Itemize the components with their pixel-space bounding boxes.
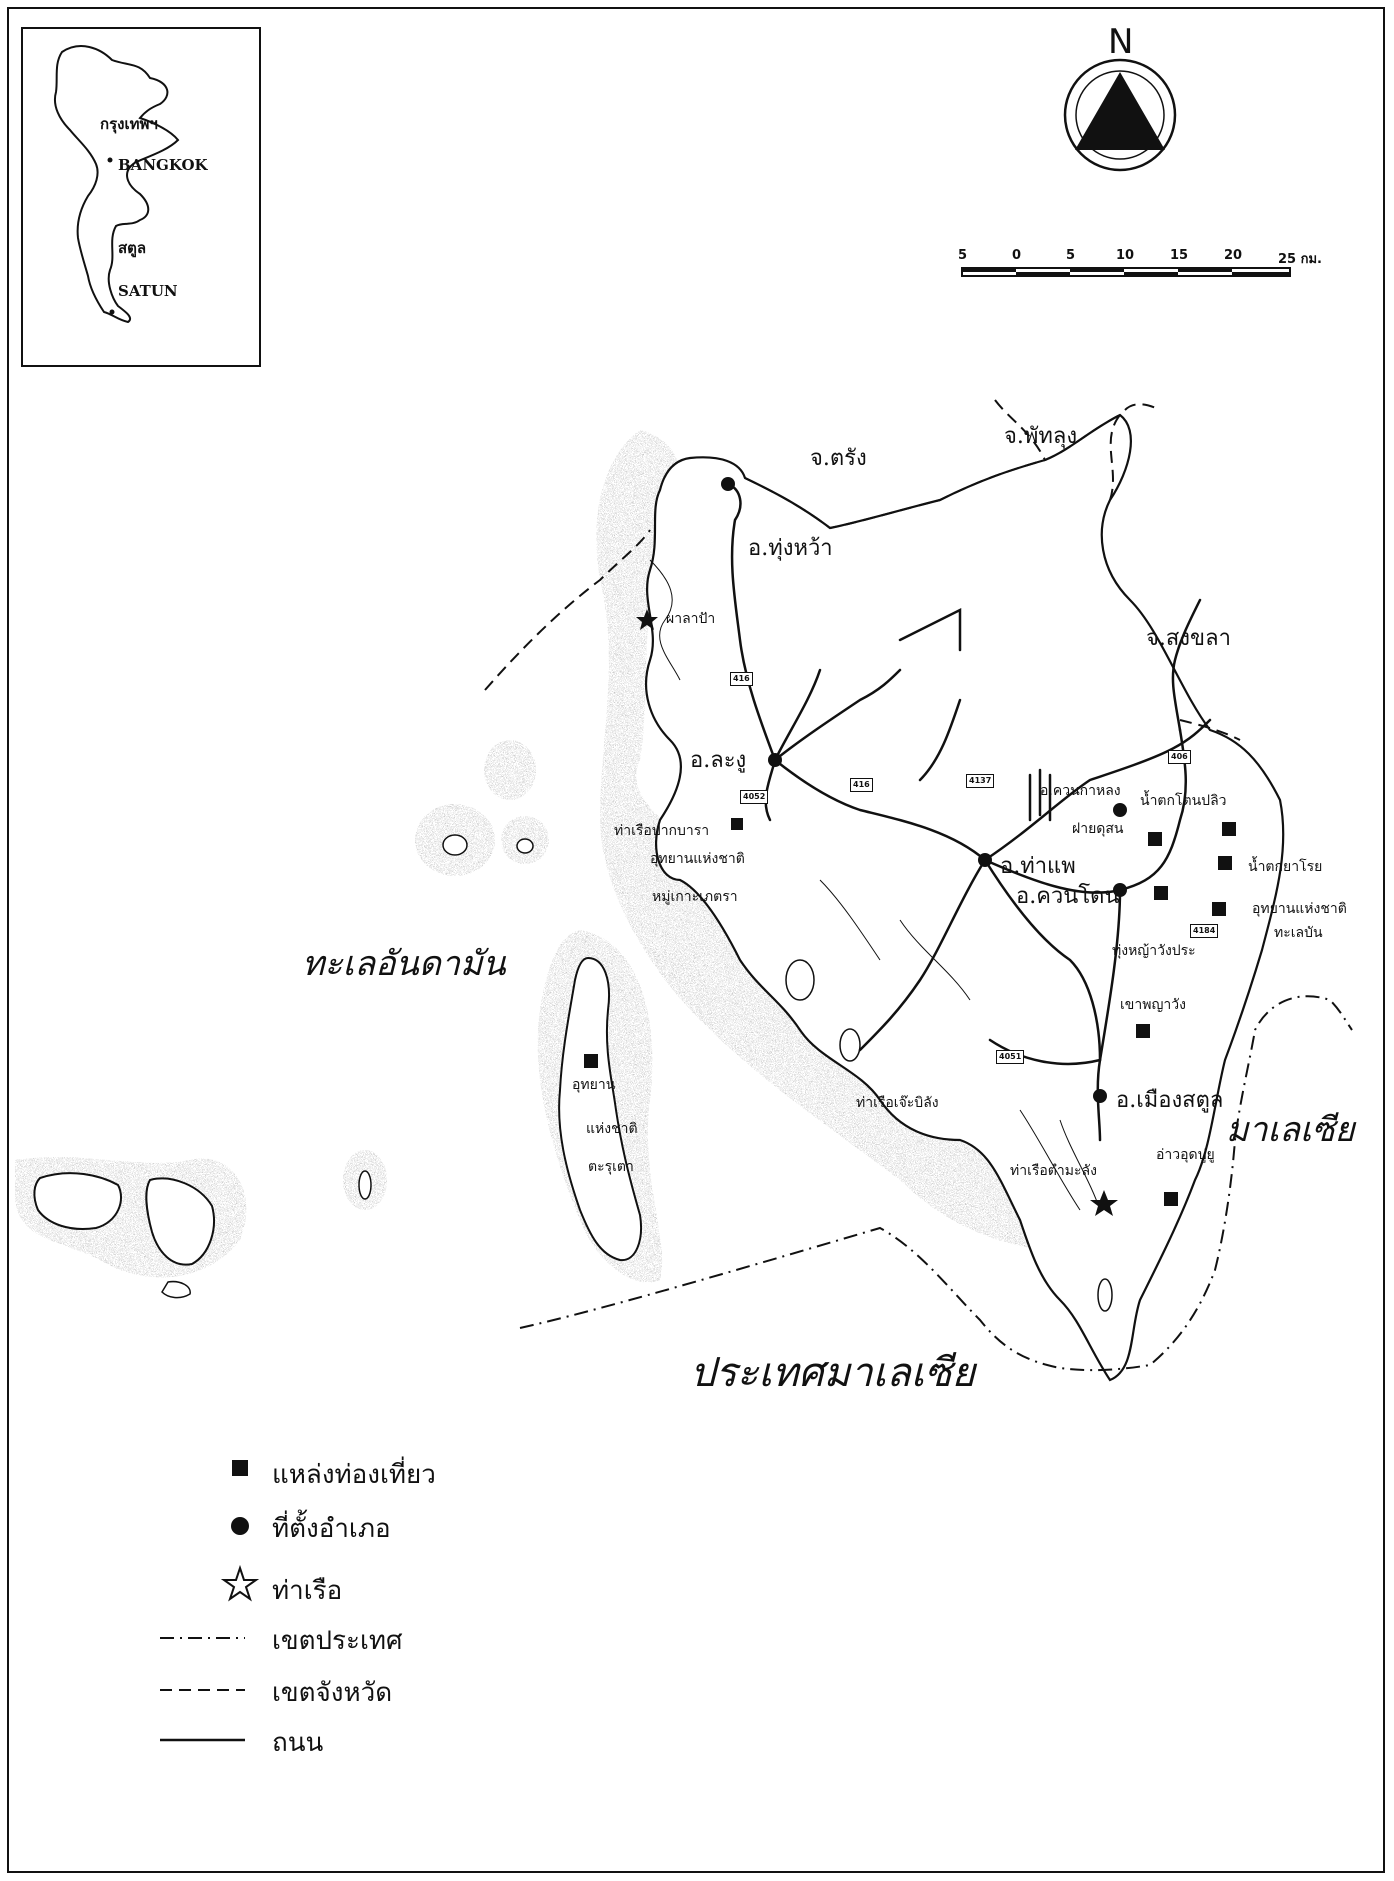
scale-tick-1: 0 xyxy=(1012,248,1022,263)
route-416-b: 416 xyxy=(850,778,873,792)
adang-island xyxy=(33,1172,123,1230)
district-la-ngu: อ.ละงู xyxy=(690,748,747,773)
site-nam-tok-ya-roi xyxy=(1218,856,1232,870)
legend-label-3: เขตประเทศ xyxy=(272,1626,403,1656)
marker-khuan-don xyxy=(1113,883,1127,897)
route-4184: 4184 xyxy=(1190,924,1219,938)
place-tarutao-2: แห่งชาติ xyxy=(586,1121,638,1137)
province-phatthalung: จ.พัทลุง xyxy=(1004,424,1078,449)
place-thale-ban-1: อุทยานแห่งชาติ xyxy=(1252,901,1347,917)
site-tarutao xyxy=(584,1054,598,1068)
district-markers xyxy=(721,477,1127,1103)
small-island-4 xyxy=(1097,1278,1113,1312)
marker-la-ngu xyxy=(768,753,782,767)
inset-satun-en: SATUN xyxy=(118,282,178,300)
tourist-markers xyxy=(584,818,1236,1206)
inset-bangkok-en: BANGKOK xyxy=(118,156,208,174)
route-4137: 4137 xyxy=(966,774,995,788)
country-border xyxy=(519,995,1353,1372)
marker-mueang-satun xyxy=(1093,1089,1107,1103)
inset-map xyxy=(21,27,261,367)
small-island-3 xyxy=(516,838,534,854)
site-pha-du-san xyxy=(1148,832,1162,846)
route-4051: 4051 xyxy=(996,1050,1025,1064)
site-khao-ya-wang xyxy=(1136,1024,1150,1038)
site-thale-ban xyxy=(1212,902,1226,916)
place-khao-ya-wang: เขาพญาวัง xyxy=(1120,997,1186,1013)
scale-tick-6: 25 กม. xyxy=(1278,252,1322,267)
scale-tick-4: 15 xyxy=(1170,248,1189,263)
place-pha-pan: ผาลาปัา xyxy=(666,611,716,627)
province-songkhla: จ.สงขลา xyxy=(1146,626,1231,651)
site-ao-phupu xyxy=(1164,1192,1178,1206)
pier-pha-pan xyxy=(636,609,658,630)
district-mueang-satun: อ.เมืองสตูล xyxy=(1116,1088,1224,1113)
site-wang-pra xyxy=(1154,886,1168,900)
inset-bangkok-dot xyxy=(107,157,113,163)
small-island-6 xyxy=(785,959,815,1001)
place-nam-tok-ya-roi: น้ำตกยาโรย xyxy=(1248,859,1323,875)
place-tammalang-pier: ท่าเรือตำมะลัง xyxy=(1010,1163,1097,1179)
scale-tick-5: 20 xyxy=(1224,248,1243,263)
legend-label-0: แหล่งท่องเที่ยว xyxy=(272,1460,436,1490)
inset-satun-th: สตูล xyxy=(118,239,147,257)
roads xyxy=(728,483,1212,1142)
malaysia-label: มาเลเซีย xyxy=(1226,1110,1355,1150)
route-4052: 4052 xyxy=(740,790,769,804)
legend-star-symbol xyxy=(220,1564,260,1602)
inset-bangkok-th: กรุงเทพฯ xyxy=(100,115,158,133)
inset-satun-dot xyxy=(109,309,115,315)
pier-markers xyxy=(636,609,1118,1216)
small-island-7 xyxy=(839,1028,861,1062)
province-borders xyxy=(484,399,1241,741)
province-trang: จ.ตรัง xyxy=(810,446,867,471)
route-416-a: 416 xyxy=(730,672,753,686)
scale-tick-3: 10 xyxy=(1116,248,1135,263)
place-nam-tok-pliu: น้ำตกโตนปลิว xyxy=(1140,793,1227,809)
inset-thailand-outline xyxy=(54,45,180,324)
small-island-5 xyxy=(358,1170,372,1200)
rawi-island xyxy=(145,1177,215,1266)
district-khuan-don: อ.ควนโดน xyxy=(1016,884,1120,909)
scale-bar xyxy=(961,267,1291,277)
marker-tha-phae xyxy=(978,853,992,867)
pier-tammalang xyxy=(1090,1190,1118,1216)
legend-circle-symbol xyxy=(231,1517,249,1535)
legend-square-symbol xyxy=(232,1460,248,1476)
scale-tick-2: 5 xyxy=(1066,248,1076,263)
place-che-bilang-pier: ท่าเรือเจ๊ะบิลัง xyxy=(856,1095,939,1111)
scale-tick-0: 5 xyxy=(958,248,968,263)
legend-label-2: ท่าเรือ xyxy=(272,1576,343,1606)
legend-symbols xyxy=(160,1460,260,1742)
map-frame xyxy=(7,7,1385,1873)
route-406: 406 xyxy=(1168,750,1191,764)
site-nam-tok-pliu xyxy=(1222,822,1236,836)
tarutao-island xyxy=(558,956,642,1262)
north-letter: N xyxy=(1108,22,1134,62)
marker-khuan-kalong xyxy=(1113,803,1127,817)
sea-andaman: ทะเลอันดามัน xyxy=(302,944,506,984)
legend-label-4: เขตจังหวัด xyxy=(272,1678,393,1708)
place-ao-phupu: อ่าวอุดปูยู xyxy=(1156,1147,1215,1163)
small-island-2 xyxy=(442,834,468,856)
marker-thung-wa xyxy=(721,477,735,491)
district-tha-phae: อ.ท่าแพ xyxy=(1000,854,1076,879)
place-pha-du-san: ฝายดุสน xyxy=(1072,821,1124,837)
north-arrow xyxy=(1063,58,1177,172)
place-tarutao-3: ตะรุเตา xyxy=(588,1159,634,1175)
small-island-1 xyxy=(161,1280,191,1299)
place-thung-ya: ทุ่งหญ้าวังประ xyxy=(1112,943,1196,959)
district-thung-wa: อ.ทุ่งหว้า xyxy=(748,536,833,561)
place-thale-ban-2: ทะเลบัน xyxy=(1274,925,1323,941)
place-pak-bara-pier: ท่าเรือปากบารา xyxy=(614,823,710,839)
district-khuan-kalong: อ.ควนกาหลง xyxy=(1040,783,1121,799)
legend-label-5: ถนน xyxy=(272,1728,324,1758)
place-mu-ko-phetra-2: หมู่เกาะเภตรา xyxy=(652,889,738,905)
place-tarutao-1: อุทยาน xyxy=(572,1077,616,1093)
legend-label-1: ที่ตั้งอำเภอ xyxy=(272,1514,391,1544)
site-pak-bara xyxy=(731,818,743,830)
place-mu-ko-phetra-1: อุทยานแห่งชาติ xyxy=(650,851,745,867)
country-malaysia-label: ประเทศมาเลเซีย xyxy=(690,1350,976,1396)
